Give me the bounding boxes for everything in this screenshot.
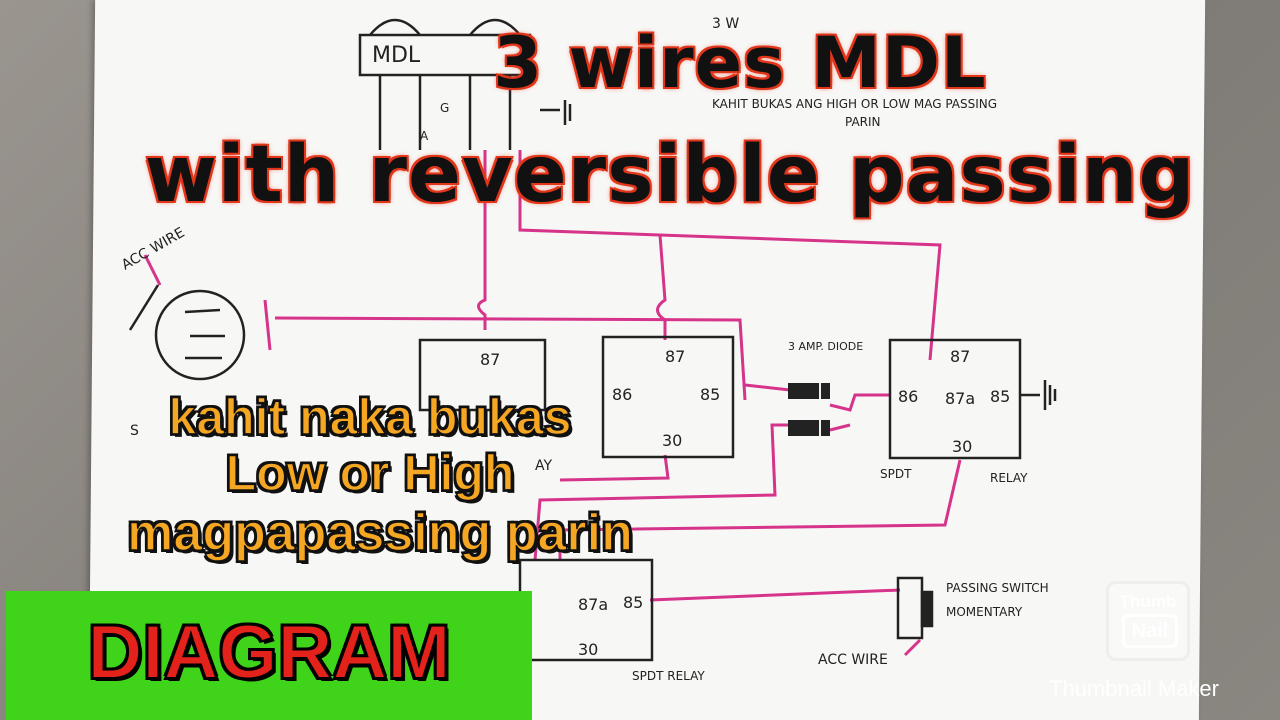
diagram-badge: DIAGRAM bbox=[6, 591, 532, 720]
relay-3 bbox=[888, 338, 1057, 460]
relay2-30: 30 bbox=[662, 431, 682, 450]
acc-wire-bottom: ACC WIRE bbox=[818, 652, 888, 668]
diodes bbox=[788, 383, 830, 436]
relay2-86: 86 bbox=[612, 385, 632, 404]
caption-line-3: magpapassing parin bbox=[126, 504, 633, 562]
relay3-87a: 87a bbox=[945, 389, 975, 408]
letter-g: G bbox=[440, 101, 449, 115]
ay-mark: AY bbox=[535, 458, 552, 474]
spdt-relay-label: SPDT RELAY bbox=[632, 669, 705, 683]
relay-label: RELAY bbox=[990, 471, 1028, 485]
title-line-2: with reversible passing bbox=[143, 129, 1196, 222]
relay4-30: 30 bbox=[578, 640, 598, 659]
spdt-label: SPDT bbox=[880, 467, 912, 481]
top-label: 3 W bbox=[712, 16, 739, 32]
caption-line-1: kahit naka bukas bbox=[168, 389, 572, 445]
mdl-unit bbox=[358, 18, 572, 150]
acc-wire-top: ACC WIRE bbox=[119, 225, 188, 274]
top-note-2: PARIN bbox=[845, 115, 881, 129]
passing-switch bbox=[896, 576, 934, 640]
letter-a: A bbox=[420, 129, 429, 143]
pink-wires bbox=[143, 150, 962, 657]
diagram-badge-text: DIAGRAM bbox=[86, 609, 451, 696]
passing-switch-label-2: MOMENTARY bbox=[946, 605, 1023, 619]
title-line-1: 3 wires MDL bbox=[492, 21, 987, 106]
relay4-87a: 87a bbox=[578, 595, 608, 614]
relay-2 bbox=[601, 335, 735, 459]
s-mark: S bbox=[130, 423, 139, 439]
top-note-1: KAHIT BUKAS ANG HIGH OR LOW MAG PASSING bbox=[712, 97, 997, 111]
relay3-30: 30 bbox=[952, 437, 972, 456]
logo-line-2: Nail bbox=[1122, 614, 1178, 648]
logo-line-1: Thumb bbox=[1119, 592, 1177, 611]
diode-label: 3 AMP. DIODE bbox=[788, 340, 863, 353]
relay3-86: 86 bbox=[898, 387, 918, 406]
relay2-87: 87 bbox=[665, 347, 685, 366]
mdl-label: MDL bbox=[372, 43, 421, 68]
passing-switch-label-1: PASSING SWITCH bbox=[946, 581, 1049, 595]
relay2-85: 85 bbox=[700, 385, 720, 404]
relay-1 bbox=[418, 338, 547, 412]
headlight-socket bbox=[128, 284, 246, 381]
relay4-85: 85 bbox=[623, 593, 643, 612]
thumbnail-maker-logo: Thumb Nail bbox=[1106, 581, 1190, 661]
caption-line-2: Low or High bbox=[225, 445, 515, 501]
watermark-text: Thumbnail Maker bbox=[1049, 676, 1219, 701]
relay3-85: 85 bbox=[990, 387, 1010, 406]
relay3-87: 87 bbox=[950, 347, 970, 366]
relay1-87: 87 bbox=[480, 350, 500, 369]
